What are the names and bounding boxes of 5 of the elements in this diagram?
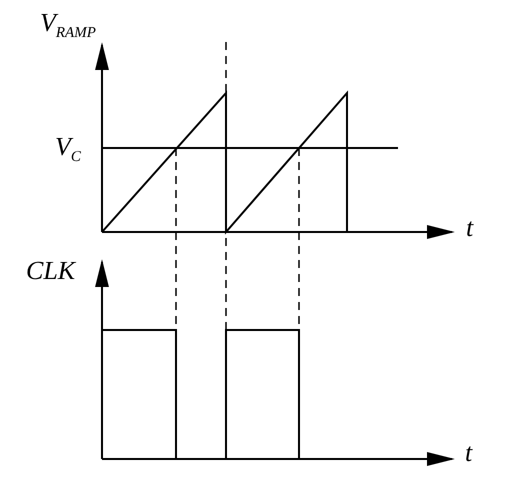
axis-label: V$_{RAMP}$ — [40, 10, 96, 42]
axis-label: t — [466, 215, 474, 241]
axis-label: t — [465, 440, 472, 466]
threshold-label: V$_{C}$ — [55, 134, 81, 166]
axis-label: CLK — [26, 258, 76, 284]
